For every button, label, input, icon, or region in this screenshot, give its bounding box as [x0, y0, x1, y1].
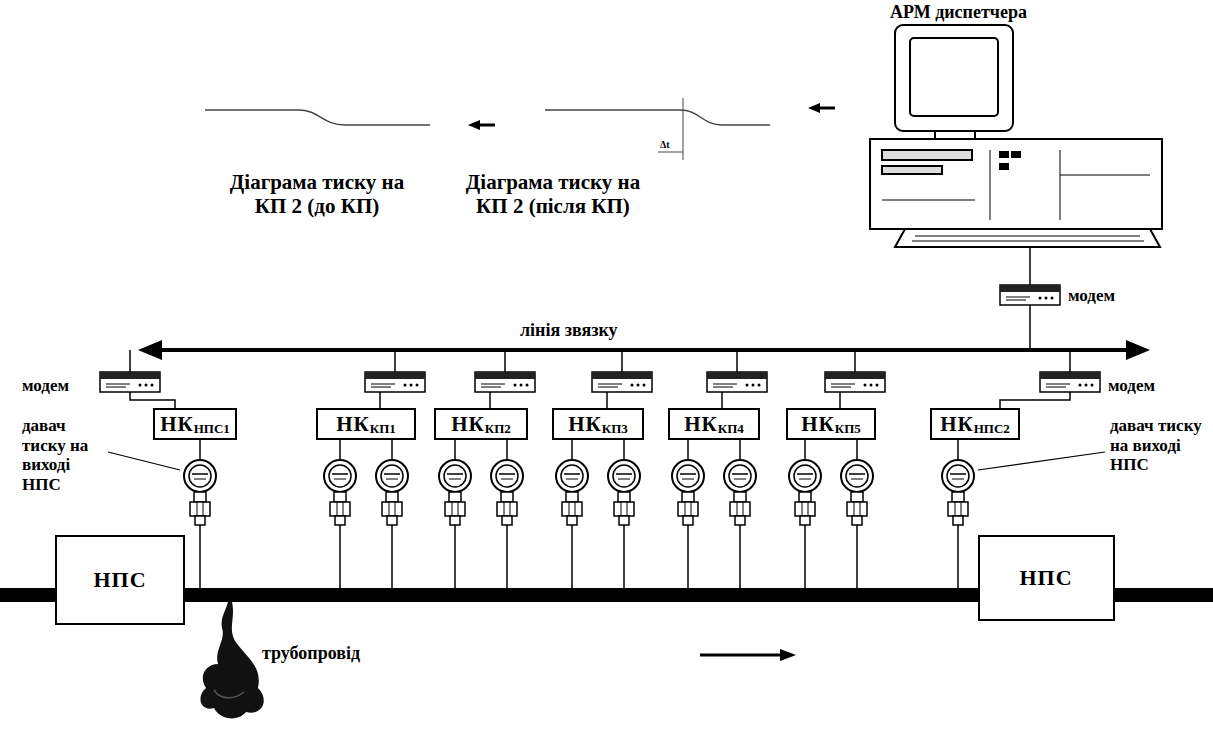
box-label: НК	[801, 412, 835, 437]
sensor-stem	[739, 525, 741, 588]
text-label: модем	[1108, 376, 1188, 396]
text-label: Діаграма тиску на КП 2 (до КП)	[222, 170, 412, 218]
modem-icon	[1040, 372, 1100, 392]
modem-icon	[592, 372, 652, 392]
box-subscript: НПС1	[194, 421, 230, 437]
leader-line	[108, 452, 180, 470]
box-label: НК	[684, 412, 718, 437]
pressure-sensor	[184, 460, 216, 525]
pressure-diagram	[205, 98, 770, 160]
text-label: АРМ диспетчера	[890, 2, 1090, 23]
controller-box: НКНПС2	[930, 408, 1020, 440]
pressure-sensor	[491, 460, 523, 525]
modem-icon	[1000, 285, 1060, 305]
text-label: трубопровід	[262, 643, 422, 664]
computer-workstation	[870, 25, 1162, 247]
box-label: НК	[451, 412, 485, 437]
pump-station-box: НПС	[978, 535, 1115, 621]
box-label: НК	[568, 412, 602, 437]
pressure-sensor	[942, 460, 974, 525]
controller-box: НККП1	[316, 408, 416, 440]
modem-icon	[825, 372, 885, 392]
sensor-stem	[687, 525, 689, 588]
controller-box: НККП5	[786, 408, 876, 440]
controller-box: НККП2	[434, 408, 528, 440]
pressure-sensor	[376, 460, 408, 525]
pressure-sensor	[439, 460, 471, 525]
pressure-sensor	[672, 460, 704, 525]
box-subscript: КП2	[485, 421, 511, 437]
sensor-stem	[339, 525, 341, 588]
modem-icon	[707, 372, 767, 392]
pressure-sensor	[841, 460, 873, 525]
controller-box: НККП3	[552, 408, 644, 440]
box-subscript: КП4	[718, 421, 744, 437]
text-label: лінія звязку	[520, 320, 670, 341]
box-label: НПС	[1019, 565, 1072, 591]
text-label: давач тиску на виході НПС	[1110, 416, 1202, 475]
modem-icon	[100, 372, 160, 392]
controller-box: НККП4	[668, 408, 760, 440]
text-label: давач тиску на виході НПС	[22, 416, 110, 494]
sensor-stem	[391, 525, 393, 588]
pressure-sensor	[608, 460, 640, 525]
pressure-sensor	[789, 460, 821, 525]
box-subscript: КП5	[835, 421, 861, 437]
box-subscript: КП1	[370, 421, 396, 437]
modem-icon	[365, 372, 425, 392]
controller-box: НКНПС1	[153, 408, 237, 440]
box-label: НК	[336, 412, 370, 437]
modem-row	[130, 350, 1070, 410]
text-label: Δt	[660, 139, 684, 151]
sensor-stem	[623, 525, 625, 588]
pressure-sensor	[324, 460, 356, 525]
leak-spill	[214, 690, 244, 698]
cable	[1029, 247, 1031, 285]
pressure-sensor	[556, 460, 588, 525]
text-label: модем	[22, 376, 98, 396]
direction-arrow	[468, 103, 835, 130]
pressure-sensor	[724, 460, 756, 525]
flow-arrow	[700, 649, 796, 661]
box-subscript: КП3	[602, 421, 628, 437]
text-label: Діаграма тиску на КП 2 (після КП)	[448, 170, 658, 218]
sensor-wires	[200, 440, 958, 459]
sensor-stem	[957, 525, 959, 588]
modem-icon	[475, 372, 535, 392]
sensor-stem	[804, 525, 806, 588]
cable	[1029, 305, 1031, 350]
sensor-stem	[571, 525, 573, 588]
box-label: НК	[940, 412, 974, 437]
text-label: модем	[1068, 286, 1138, 306]
sensor-stem	[454, 525, 456, 588]
sensor-stem	[856, 525, 858, 588]
box-label: НК	[160, 412, 194, 437]
sensor-stem	[506, 525, 508, 588]
box-label: НПС	[93, 567, 146, 593]
sensor-stem	[199, 525, 201, 588]
sensor-stems	[200, 525, 958, 588]
leak-spill	[200, 602, 263, 718]
box-subscript: НПС2	[974, 421, 1010, 437]
leader-line	[978, 452, 1105, 470]
pressure-sensors	[184, 460, 974, 525]
communication-line	[138, 340, 1150, 360]
pump-station-box: НПС	[55, 535, 185, 625]
